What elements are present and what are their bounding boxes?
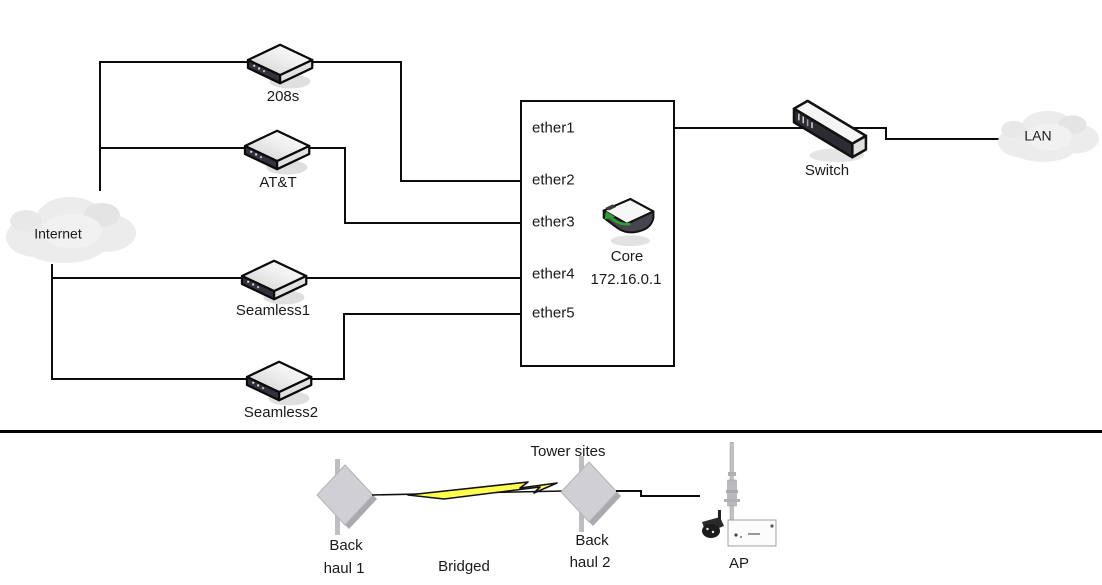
lightning-bolt-icon — [371, 481, 565, 500]
tower-sites-title: Tower sites — [530, 442, 606, 460]
modem-icon-208s — [246, 43, 314, 90]
internet-label: Internet — [34, 225, 82, 242]
section-divider — [0, 430, 1102, 433]
link-switch-lan — [885, 138, 1002, 140]
link-ether3-in — [344, 222, 521, 224]
core-router-ip: 172.16.0.1 — [590, 270, 662, 288]
port-ether5: ether5 — [532, 304, 575, 322]
modem-icon-seamless2 — [245, 360, 313, 407]
lan-label: LAN — [1024, 127, 1052, 144]
modem-label-seamless2: Seamless2 — [243, 403, 319, 421]
ap-label: AP — [728, 554, 750, 572]
link-seamless2 — [51, 378, 344, 380]
backhaul2-label-line2: haul 2 — [569, 553, 611, 571]
modem-label-208s: 208s — [266, 87, 300, 105]
link-ether5-in — [343, 313, 521, 315]
modem-icon-att — [243, 129, 311, 176]
link-internet-att — [99, 147, 346, 149]
bridged-link-label: Bridged — [438, 557, 490, 575]
link-switch-step — [885, 127, 887, 140]
port-ether4: ether4 — [532, 265, 575, 283]
link-backhaul2-ap-a — [616, 490, 642, 492]
link-seamless2-up — [343, 313, 345, 380]
port-ether2: ether2 — [532, 171, 575, 189]
link-backhaul2-ap-b — [640, 495, 700, 497]
link-ether1-switch — [586, 127, 886, 129]
port-ether3: ether3 — [532, 213, 575, 231]
core-router-box — [520, 100, 675, 367]
core-router-label: Core — [610, 247, 644, 265]
modem-label-att: AT&T — [259, 173, 297, 191]
ap-device-icon — [702, 442, 777, 547]
link-ether2-in — [400, 180, 521, 182]
core-router-icon — [602, 197, 655, 247]
link-208s-down — [400, 61, 402, 182]
switch-label: Switch — [804, 161, 850, 179]
link-internet-down — [51, 264, 53, 380]
link-backhaul2-ap-step — [640, 490, 642, 497]
backhaul1-label-line1: Back — [329, 536, 363, 554]
link-att-down — [344, 147, 346, 224]
switch-icon — [792, 99, 868, 163]
backhaul2-label-line1: Back — [575, 531, 609, 549]
link-internet-up — [99, 61, 101, 191]
backhaul1-label-line2: haul 1 — [323, 559, 365, 577]
backhaul2-antenna-icon — [560, 456, 621, 533]
port-ether1: ether1 — [532, 119, 575, 137]
modem-label-seamless1: Seamless1 — [235, 301, 311, 319]
